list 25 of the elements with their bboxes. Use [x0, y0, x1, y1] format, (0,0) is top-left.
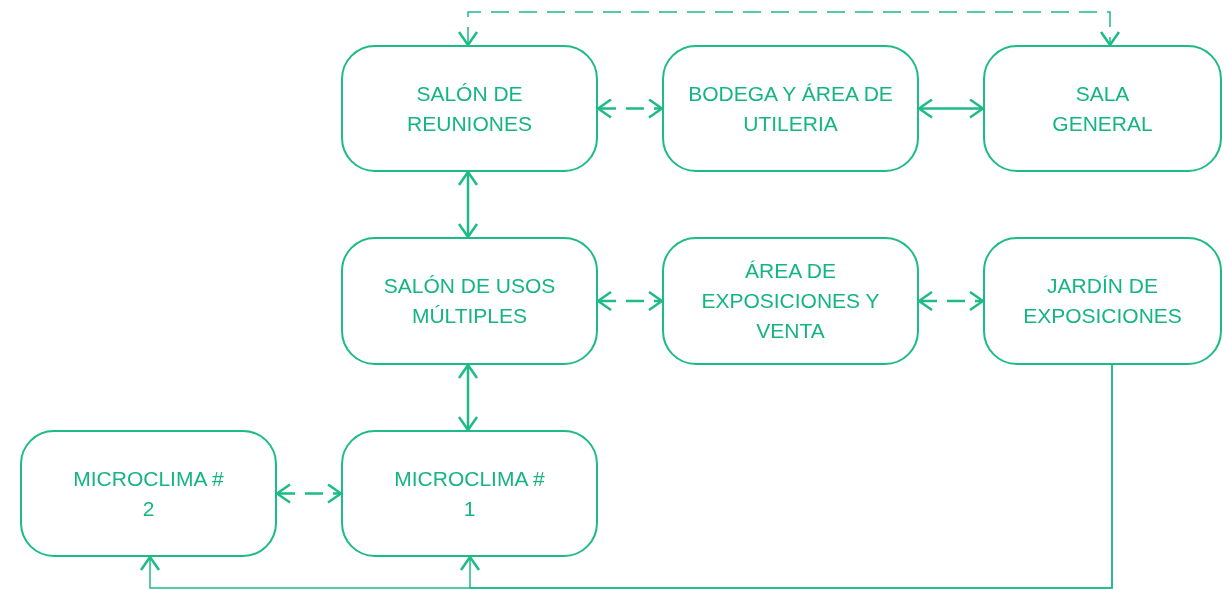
- box-label: BODEGA Y ÁREA DE UTILERIA: [687, 80, 894, 137]
- arrow: [275, 483, 343, 504]
- box-label: JARDÍN DE EXPOSICIONES: [1022, 273, 1183, 329]
- arrow: [139, 364, 1113, 589]
- box-label: MICROCLIMA # 1: [393, 465, 546, 522]
- box-label: SALA GENERAL: [1051, 80, 1154, 137]
- process-box: [341, 45, 598, 172]
- process-box: [662, 237, 919, 365]
- arrow: [457, 170, 479, 239]
- arrow: [917, 98, 985, 119]
- arrow: [596, 290, 664, 312]
- process-box: [983, 45, 1222, 172]
- process-box: [662, 45, 919, 172]
- process-box: [341, 237, 598, 365]
- box-label: MICROCLIMA # 2: [72, 465, 225, 522]
- arrow: [596, 98, 664, 119]
- box-label: ÁREA DE EXPOSICIONES Y VENTA: [700, 258, 881, 344]
- arrow: [457, 11, 1121, 47]
- box-label: SALÓN DE REUNIONES: [406, 80, 533, 137]
- arrow: [917, 290, 985, 312]
- process-box: [983, 237, 1222, 365]
- process-box: [20, 430, 277, 557]
- process-box: [341, 430, 598, 557]
- box-label: SALÓN DE USOS MÚLTIPLES: [382, 273, 557, 329]
- arrow: [457, 363, 479, 432]
